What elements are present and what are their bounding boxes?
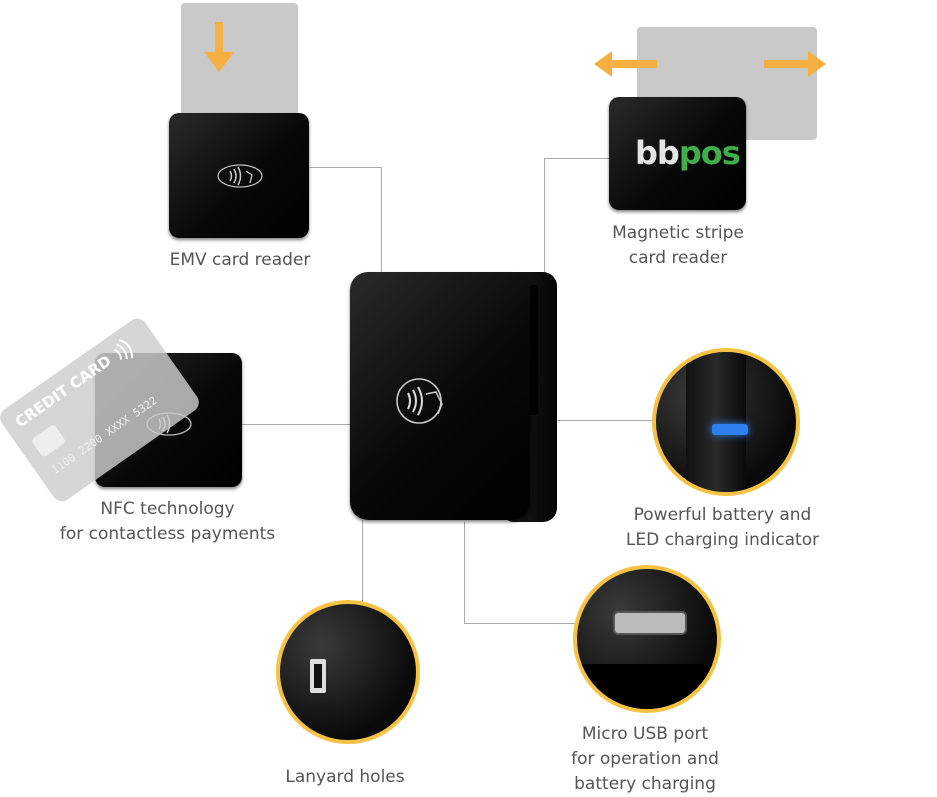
- main-device-slot: [530, 285, 538, 415]
- contactless-waves-icon: [113, 338, 134, 360]
- usb-label-line3: battery charging: [574, 774, 716, 794]
- battery-label-line1: Powerful battery and: [633, 505, 812, 525]
- connector-magstripe: [544, 158, 610, 159]
- usb-label-line2: for operation and: [571, 749, 719, 769]
- connector-usb-vertical: [464, 522, 465, 624]
- battery-label-line2: LED charging indicator: [625, 530, 820, 550]
- usb-label-line1: Micro USB port: [581, 724, 709, 744]
- lanyard-detail: [276, 600, 420, 744]
- magstripe-label: Magnetic stripe card reader: [598, 221, 758, 271]
- nfc-label: NFC technology for contactless payments: [45, 497, 290, 547]
- emv-label: EMV card reader: [169, 250, 311, 270]
- magstripe-label-line1: Magnetic stripe: [612, 223, 744, 243]
- lanyard-label: Lanyard holes: [285, 767, 405, 787]
- led-indicator: [712, 424, 748, 435]
- contactless-logo-icon: [396, 378, 443, 424]
- credit-card-text: CREDIT CARD: [11, 351, 115, 432]
- card-chip: [30, 423, 67, 458]
- connector-usb: [464, 623, 575, 624]
- connector-emv-vertical: [381, 167, 382, 297]
- nfc-label-line2: for contactless payments: [59, 524, 276, 544]
- micro-usb-port: [613, 611, 687, 635]
- magstripe-label-line2: card reader: [628, 248, 728, 268]
- battery-led-detail: [652, 348, 800, 496]
- connector-emv: [309, 167, 382, 168]
- usb-label: Micro USB port for operation and battery…: [560, 722, 730, 797]
- connector-nfc: [242, 424, 372, 425]
- insert-arrow-icon: [204, 22, 234, 72]
- emv-card: [181, 3, 298, 123]
- emv-reader-device: [169, 113, 309, 238]
- bbpos-logo: bbpos: [635, 133, 741, 173]
- logo-bb: bb: [635, 134, 680, 172]
- battery-label: Powerful battery and LED charging indica…: [620, 503, 825, 553]
- main-device: [350, 272, 530, 520]
- swipe-arrows-icon: [594, 51, 826, 77]
- connector-lanyard: [362, 520, 363, 622]
- lanyard-hole-inner: [314, 664, 322, 688]
- device-edge: [686, 352, 746, 492]
- connector-magstripe-vertical: [544, 158, 545, 278]
- nfc-label-line1: NFC technology: [100, 499, 235, 519]
- nfc-credit-card: CREDIT CARD 1100 2200 XXXX 5322: [0, 314, 203, 506]
- contactless-icon: [217, 164, 263, 188]
- connector-battery: [540, 420, 653, 421]
- magstripe-reader-device: bbpos: [609, 97, 746, 210]
- device-bottom: [577, 664, 717, 709]
- micro-usb-detail: [573, 565, 721, 713]
- logo-pos: pos: [678, 134, 741, 172]
